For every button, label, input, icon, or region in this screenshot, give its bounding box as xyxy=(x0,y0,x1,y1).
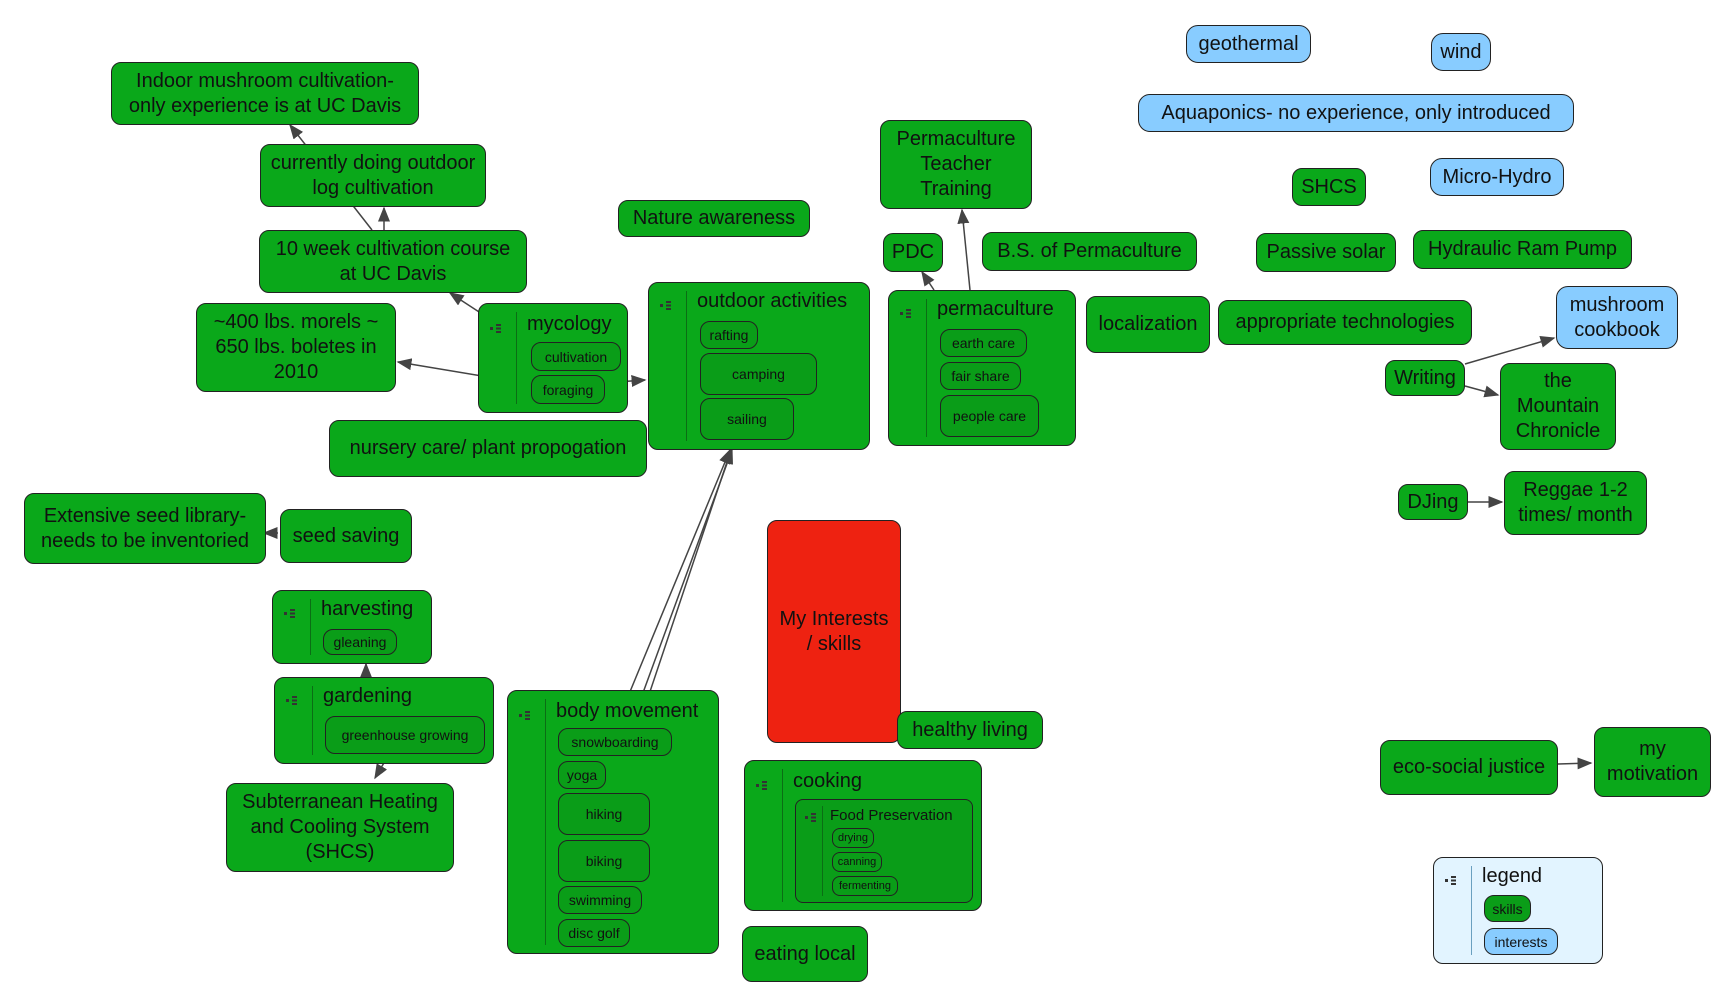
node-micro-hydro[interactable]: Micro-Hydro xyxy=(1430,158,1564,196)
node-cultivation-course[interactable]: 10 week cultivation course at UC Davis xyxy=(259,230,527,293)
chip-people-care[interactable]: people care xyxy=(940,395,1039,437)
node-eco-social-justice[interactable]: eco-social justice xyxy=(1380,740,1558,795)
node-nature-awareness[interactable]: Nature awareness xyxy=(618,200,810,237)
node-mushroom-cookbook[interactable]: mushroom cookbook xyxy=(1556,286,1678,349)
chip-drying[interactable]: drying xyxy=(832,828,874,848)
central-node[interactable]: My Interests / skills xyxy=(767,520,901,743)
group-harvesting[interactable]: harvesting gleaning xyxy=(272,590,432,664)
group-title: mycology xyxy=(527,313,612,335)
outline-icon xyxy=(660,301,676,311)
group-gardening[interactable]: gardening greenhouse growing xyxy=(274,677,494,764)
node-aquaponics[interactable]: Aquaponics- no experience, only introduc… xyxy=(1138,94,1574,132)
node-passive-solar[interactable]: Passive solar xyxy=(1256,233,1396,272)
node-shcs[interactable]: SHCS xyxy=(1292,168,1366,206)
edge-writing-to-chronicle xyxy=(1464,385,1500,398)
chip-foraging[interactable]: foraging xyxy=(531,375,605,404)
chip-camping[interactable]: camping xyxy=(700,353,817,395)
group-title: gardening xyxy=(323,685,412,707)
node-appropriate-technologies[interactable]: appropriate technologies xyxy=(1218,300,1472,345)
node-morels-boletes[interactable]: ~400 lbs. morels ~ 650 lbs. boletes in 2… xyxy=(196,303,396,392)
group-mycology[interactable]: mycology cultivation foraging xyxy=(478,303,628,413)
outline-icon xyxy=(1445,876,1461,886)
chip-disc-golf[interactable]: disc golf xyxy=(558,919,630,947)
node-permaculture-teacher[interactable]: Permaculture Teacher Training xyxy=(880,120,1032,209)
group-divider xyxy=(822,806,823,896)
edge-eco-to-motivation xyxy=(1557,757,1593,770)
node-wind[interactable]: wind xyxy=(1431,33,1491,71)
subgroup-food-preservation[interactable]: Food Preservation drying canning ferment… xyxy=(795,799,973,903)
outline-icon xyxy=(900,309,916,319)
chip-snowboarding[interactable]: snowboarding xyxy=(558,728,672,756)
legend-box: legend skills interests xyxy=(1433,857,1603,964)
node-indoor-mushroom[interactable]: Indoor mushroom cultivation- only experi… xyxy=(111,62,419,125)
node-bs-permaculture[interactable]: B.S. of Permaculture xyxy=(982,232,1197,271)
group-body-movement[interactable]: body movement snowboarding yoga hiking b… xyxy=(507,690,719,954)
chip-gleaning[interactable]: gleaning xyxy=(323,629,397,655)
node-shcs-full[interactable]: Subterranean Heating and Cooling System … xyxy=(226,783,454,872)
group-divider xyxy=(516,312,517,404)
node-mountain-chronicle[interactable]: the Mountain Chronicle xyxy=(1500,363,1616,450)
chip-canning[interactable]: canning xyxy=(832,852,882,872)
chip-fermenting[interactable]: fermenting xyxy=(832,876,898,896)
group-title: cooking xyxy=(793,770,862,792)
node-seed-saving[interactable]: seed saving xyxy=(280,509,412,563)
legend-title: legend xyxy=(1482,865,1543,887)
group-title: outdoor activities xyxy=(697,290,848,312)
node-hydraulic-ram-pump[interactable]: Hydraulic Ram Pump xyxy=(1413,230,1632,269)
chip-biking[interactable]: biking xyxy=(558,840,650,882)
outline-icon xyxy=(284,609,300,619)
chip-cultivation[interactable]: cultivation xyxy=(531,342,621,371)
group-divider xyxy=(782,769,783,902)
group-divider xyxy=(686,291,687,441)
outline-icon xyxy=(286,696,302,706)
group-divider xyxy=(926,299,927,437)
group-divider xyxy=(1471,866,1472,955)
group-title: permaculture xyxy=(937,298,1054,320)
node-localization[interactable]: localization xyxy=(1086,296,1210,353)
node-writing[interactable]: Writing xyxy=(1385,360,1465,396)
edge-writing-to-cookbook xyxy=(1464,336,1556,365)
node-healthy-living[interactable]: healthy living xyxy=(897,711,1043,749)
edge-perm-to-pdc xyxy=(921,270,935,291)
chip-fair-share[interactable]: fair share xyxy=(940,362,1021,390)
legend-interests-chip: interests xyxy=(1484,928,1558,955)
outline-icon xyxy=(490,324,506,334)
node-pdc[interactable]: PDC xyxy=(883,233,943,272)
subgroup-title: Food Preservation xyxy=(830,807,953,824)
outline-icon xyxy=(519,711,535,721)
group-divider xyxy=(312,686,313,755)
outline-icon xyxy=(805,813,821,823)
chip-earth-care[interactable]: earth care xyxy=(940,329,1027,357)
chip-yoga[interactable]: yoga xyxy=(558,761,606,789)
chip-greenhouse[interactable]: greenhouse growing xyxy=(325,716,485,754)
node-geothermal[interactable]: geothermal xyxy=(1186,25,1311,63)
chip-rafting[interactable]: rafting xyxy=(700,321,758,349)
legend-skills-chip: skills xyxy=(1484,895,1531,922)
group-outdoor-activities[interactable]: outdoor activities rafting camping saili… xyxy=(648,282,870,450)
group-title: harvesting xyxy=(321,598,414,620)
node-djing[interactable]: DJing xyxy=(1398,484,1468,520)
group-divider xyxy=(545,699,546,945)
chip-sailing[interactable]: sailing xyxy=(700,398,794,440)
outline-icon xyxy=(756,781,772,791)
chip-hiking[interactable]: hiking xyxy=(558,793,650,835)
chip-swimming[interactable]: swimming xyxy=(558,886,642,914)
node-seed-library[interactable]: Extensive seed library- needs to be inve… xyxy=(24,493,266,564)
edge-perm-to-teacher xyxy=(957,208,971,291)
node-my-motivation[interactable]: my motivation xyxy=(1594,727,1711,797)
node-eating-local[interactable]: eating local xyxy=(742,926,868,982)
group-divider xyxy=(310,599,311,655)
group-title: body movement xyxy=(556,700,699,722)
group-permaculture[interactable]: permaculture earth care fair share peopl… xyxy=(888,290,1076,446)
node-outdoor-log[interactable]: currently doing outdoor log cultivation xyxy=(260,144,486,207)
node-nursery-care[interactable]: nursery care/ plant propogation xyxy=(329,420,647,477)
node-reggae[interactable]: Reggae 1-2 times/ month xyxy=(1504,471,1647,535)
group-cooking[interactable]: cooking Food Preservation drying canning… xyxy=(744,760,982,911)
